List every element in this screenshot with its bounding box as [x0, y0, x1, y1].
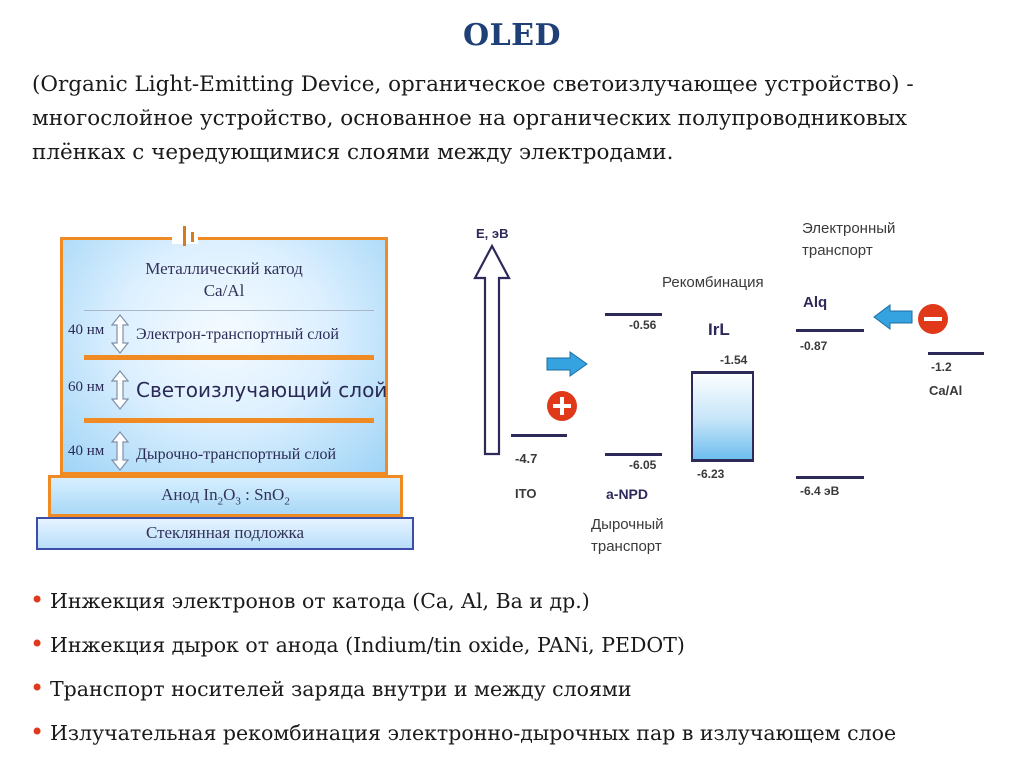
anode-sub2: 3 — [235, 495, 241, 508]
irl-label: IrL — [708, 320, 730, 339]
battery-icon — [183, 226, 186, 246]
cathode-line2: Ca/Al — [203, 281, 245, 300]
hole-transport-line1: Дырочный — [591, 516, 664, 533]
bullet-text: Инжекция дырок от анода (Indium/tin oxid… — [50, 633, 685, 657]
alq-homo-value: -6.4 эВ — [800, 484, 840, 498]
alq-lumo-value: -0.87 — [800, 339, 828, 353]
minus-electron-icon — [918, 304, 948, 334]
list-item: • Транспорт носителей заряда внутри и ме… — [30, 674, 1000, 718]
alq-lumo-level — [796, 329, 864, 332]
htl-label: Дырочно-транспортный слой — [136, 446, 337, 463]
list-item: • Инжекция электронов от катода (Ca, Al,… — [30, 586, 1000, 630]
process-bullet-list: • Инжекция электронов от катода (Ca, Al,… — [30, 586, 1000, 762]
hole-transport-line2: транспорт — [591, 538, 662, 555]
npd-lumo-level — [605, 313, 662, 316]
irl-homo-level — [691, 459, 754, 462]
npd-label: a-NPD — [606, 486, 649, 502]
electron-injection-arrow-icon — [873, 304, 913, 330]
ito-value: -4.7 — [515, 451, 538, 466]
cathode-separator — [84, 310, 374, 311]
bullet-text: Транспорт носителей заряда внутри и межд… — [50, 677, 632, 701]
ito-level — [511, 434, 567, 437]
alq-homo-level — [796, 476, 864, 479]
anode-sub3: 2 — [284, 495, 290, 508]
energy-axis-label: E, эВ — [476, 226, 509, 241]
substrate-label: Стеклянная подложка — [145, 523, 305, 542]
list-item: • Излучательная рекомбинация электронно-… — [30, 718, 1000, 762]
npd-homo-level — [605, 453, 662, 456]
electron-transport-line2: транспорт — [802, 242, 873, 259]
caal-value: -1.2 — [931, 360, 952, 374]
etl-label: Электрон-транспортный слой — [136, 326, 339, 343]
anode-label: Анод In2O3 : SnO2 — [48, 485, 403, 507]
bullet-icon: • — [30, 630, 45, 658]
anode-prefix: Анод In — [161, 485, 218, 504]
electron-transport-label: Электронный транспорт — [802, 218, 895, 262]
hole-transport-label: Дырочный транспорт — [591, 514, 664, 558]
energy-axis-arrow-icon — [473, 244, 511, 456]
plus-hole-icon — [547, 391, 577, 421]
glass-substrate — [36, 517, 414, 550]
bullet-text: Излучательная рекомбинация электронно-ды… — [50, 721, 897, 745]
double-arrow-icon — [111, 370, 129, 410]
caal-label: Ca/Al — [929, 383, 963, 398]
hole-injection-arrow-icon — [546, 351, 588, 377]
bullet-text: Инжекция электронов от катода (Ca, Al, B… — [50, 589, 590, 613]
double-arrow-icon — [111, 314, 129, 354]
irl-homo-value: -6.23 — [697, 467, 725, 481]
list-item: • Инжекция дырок от анода (Indium/tin ox… — [30, 630, 1000, 674]
eml-thickness: 60 нм — [68, 379, 105, 395]
slide-title: OLED — [462, 18, 562, 53]
bullet-icon: • — [30, 718, 45, 746]
electron-transport-line1: Электронный — [802, 220, 896, 237]
irl-lumo-value: -1.54 — [720, 353, 748, 367]
double-arrow-icon — [111, 431, 129, 471]
battery-icon-short — [191, 232, 194, 242]
eml-htl-interface — [84, 418, 374, 423]
anode-sub1: 2 — [217, 495, 224, 508]
bullet-icon: • — [30, 586, 45, 614]
bullet-icon: • — [30, 674, 45, 702]
anode-sep: : SnO — [240, 485, 285, 504]
caal-level — [928, 352, 984, 355]
irl-lumo-level — [691, 371, 754, 374]
anode-layer — [48, 475, 403, 517]
intro-text: (Organic Light-Emitting Device, органиче… — [32, 72, 914, 165]
cathode-label: Металлический катод Ca/Al — [64, 258, 384, 302]
eml-label: Светоизлучающий слой — [136, 378, 388, 402]
cathode-line1: Металлический катод — [145, 259, 303, 278]
npd-homo-value: -6.05 — [629, 458, 657, 472]
ito-label: ITO — [515, 486, 537, 501]
htl-thickness: 40 нм — [68, 443, 105, 459]
anode-mid: O — [223, 485, 236, 504]
recombination-label: Рекомбинация — [662, 274, 764, 291]
etl-eml-interface — [84, 355, 374, 360]
alq-label: Alq — [803, 294, 828, 311]
irl-recombination-zone — [691, 372, 754, 460]
npd-lumo-value: -0.56 — [629, 318, 657, 332]
etl-thickness: 40 нм — [68, 322, 105, 338]
